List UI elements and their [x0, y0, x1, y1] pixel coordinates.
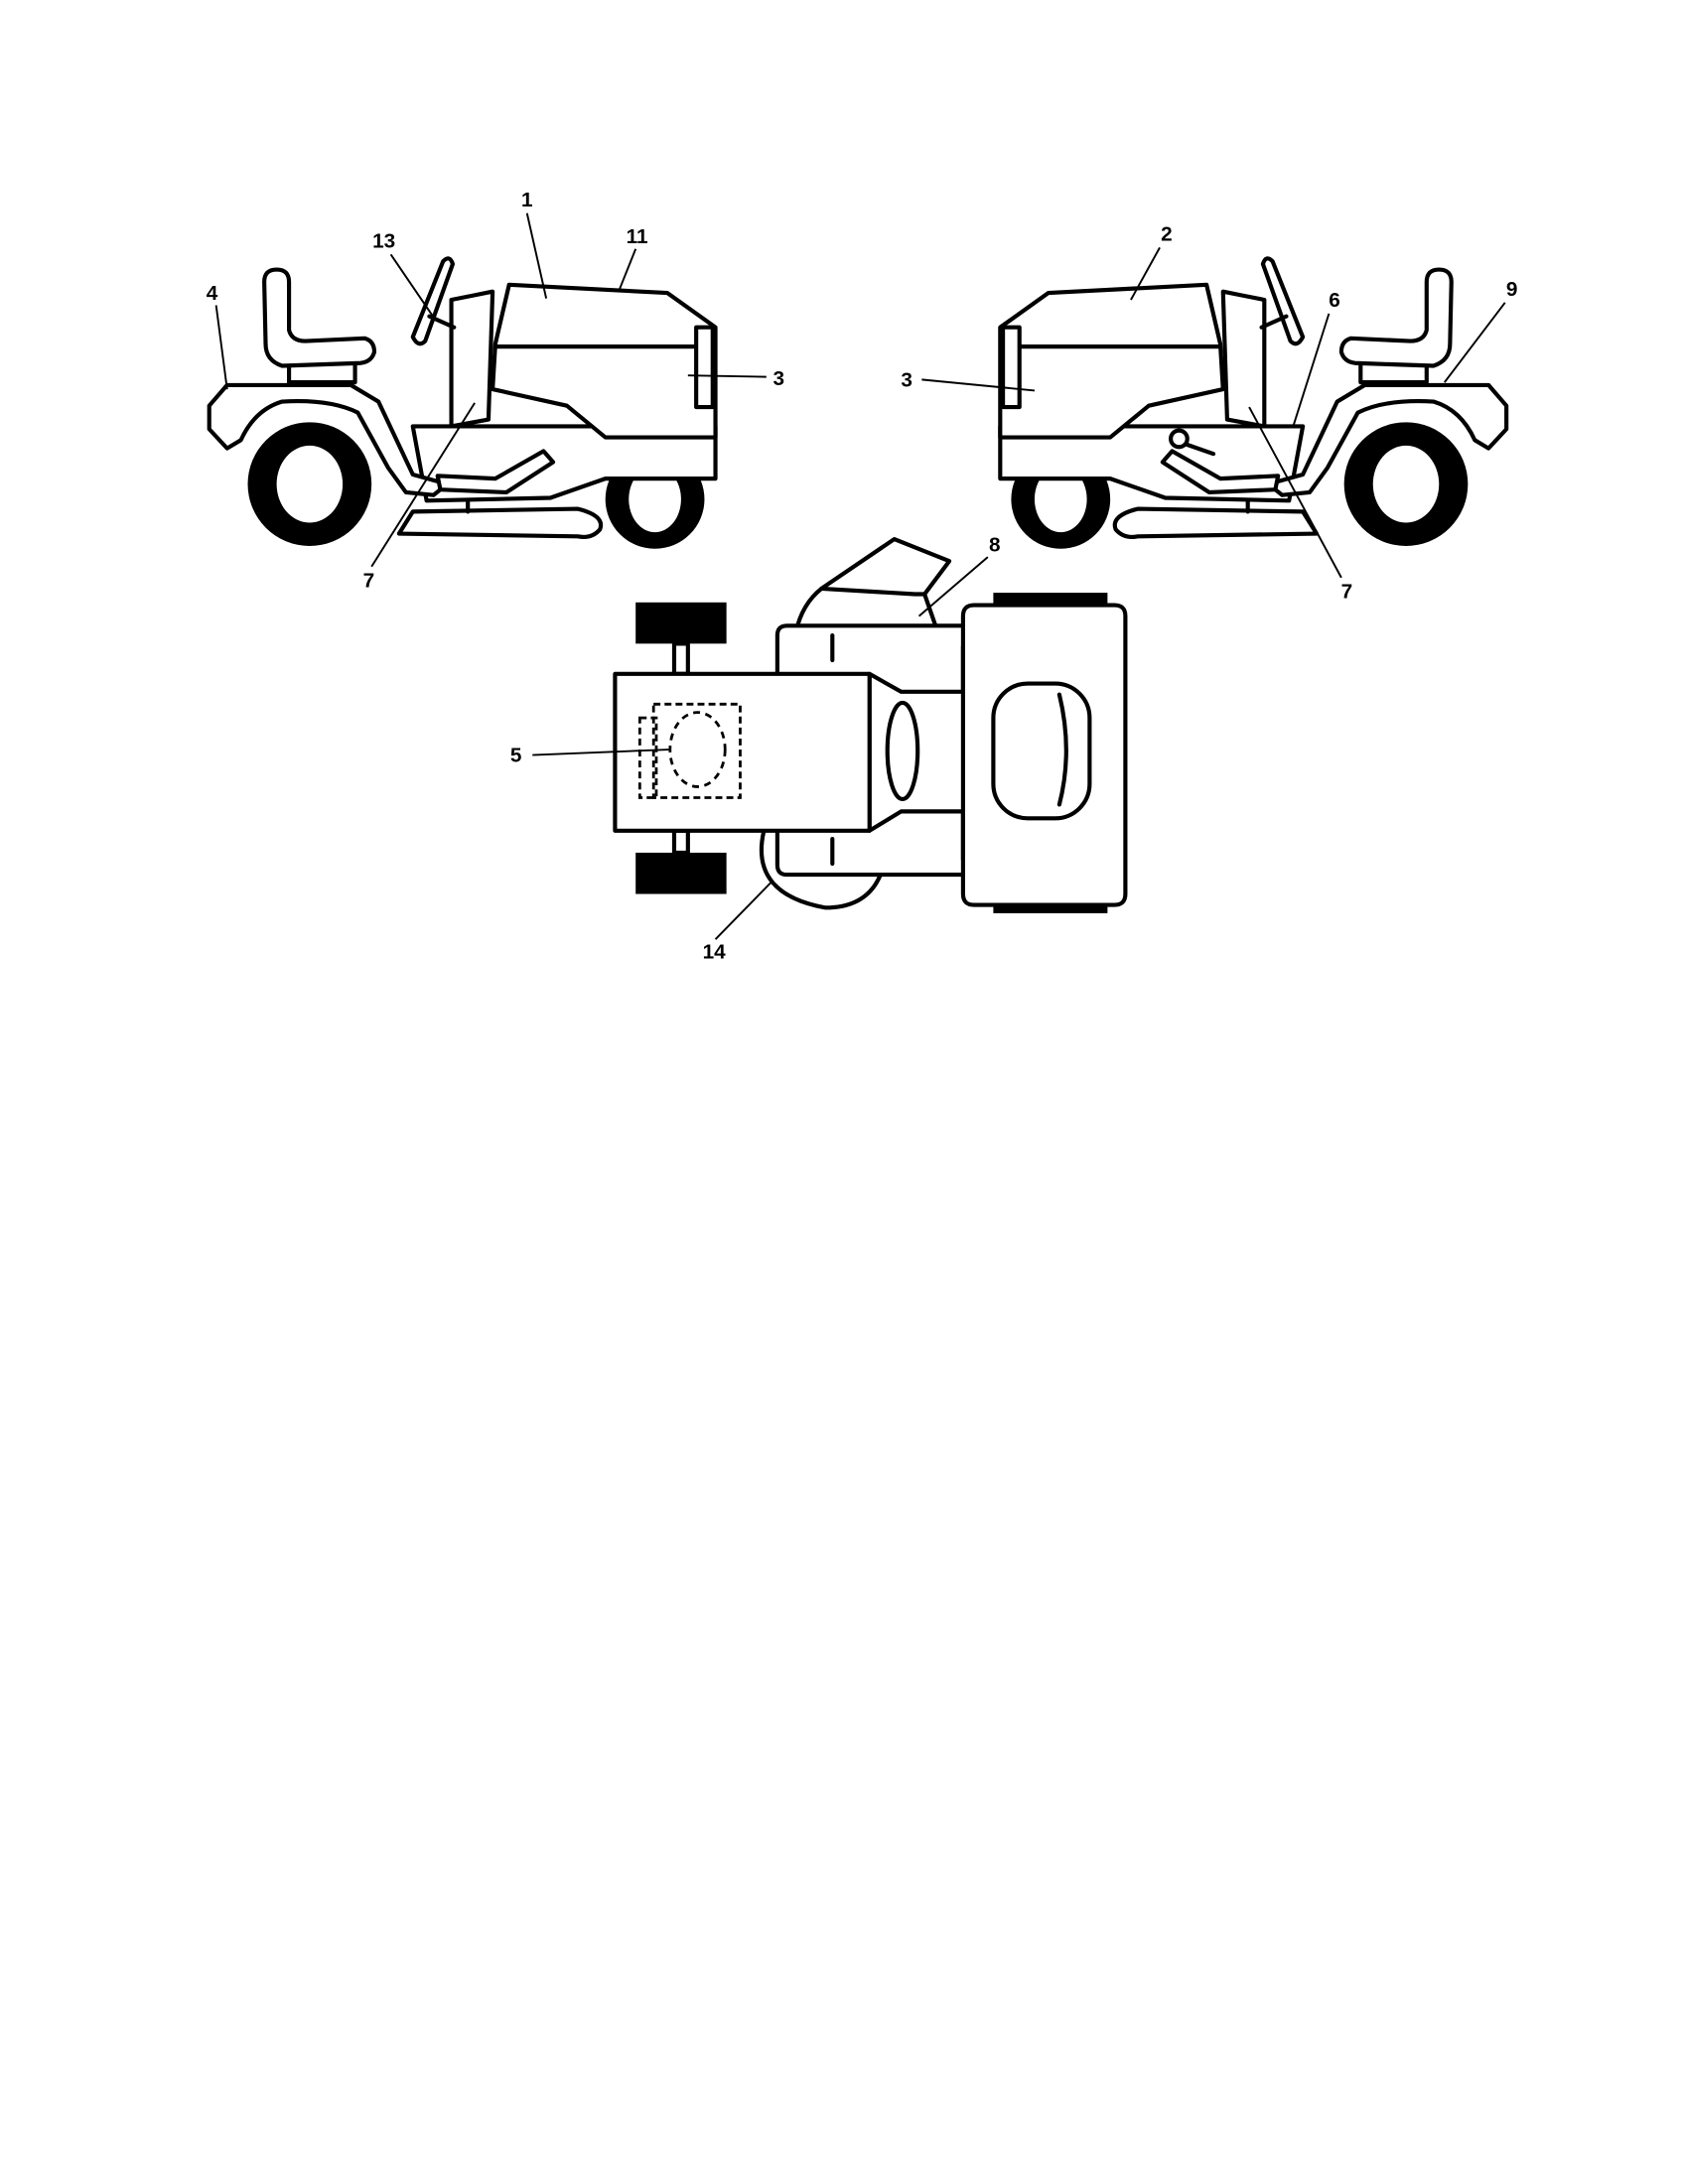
callout-4: 4 [207, 282, 218, 305]
callout-2: 2 [1161, 222, 1173, 245]
callout-11: 11 [627, 225, 648, 248]
callout-9: 9 [1506, 278, 1518, 301]
callout-8: 8 [989, 534, 1001, 557]
right-side-tractor-view: 2 6 9 3 7 [901, 222, 1517, 603]
callout-6: 6 [1329, 289, 1340, 312]
callout-3-left: 3 [772, 367, 784, 390]
top-tractor-view: 8 5 14 [510, 534, 1128, 964]
callout-14: 14 [703, 941, 727, 964]
callout-1: 1 [521, 189, 533, 211]
callout-3-right: 3 [901, 368, 912, 391]
left-side-tractor-view: 1 11 13 4 3 7 [207, 189, 784, 593]
callout-7-left: 7 [363, 570, 375, 593]
callout-7-right: 7 [1341, 581, 1353, 604]
callout-13: 13 [372, 229, 395, 252]
callout-5: 5 [510, 745, 522, 767]
